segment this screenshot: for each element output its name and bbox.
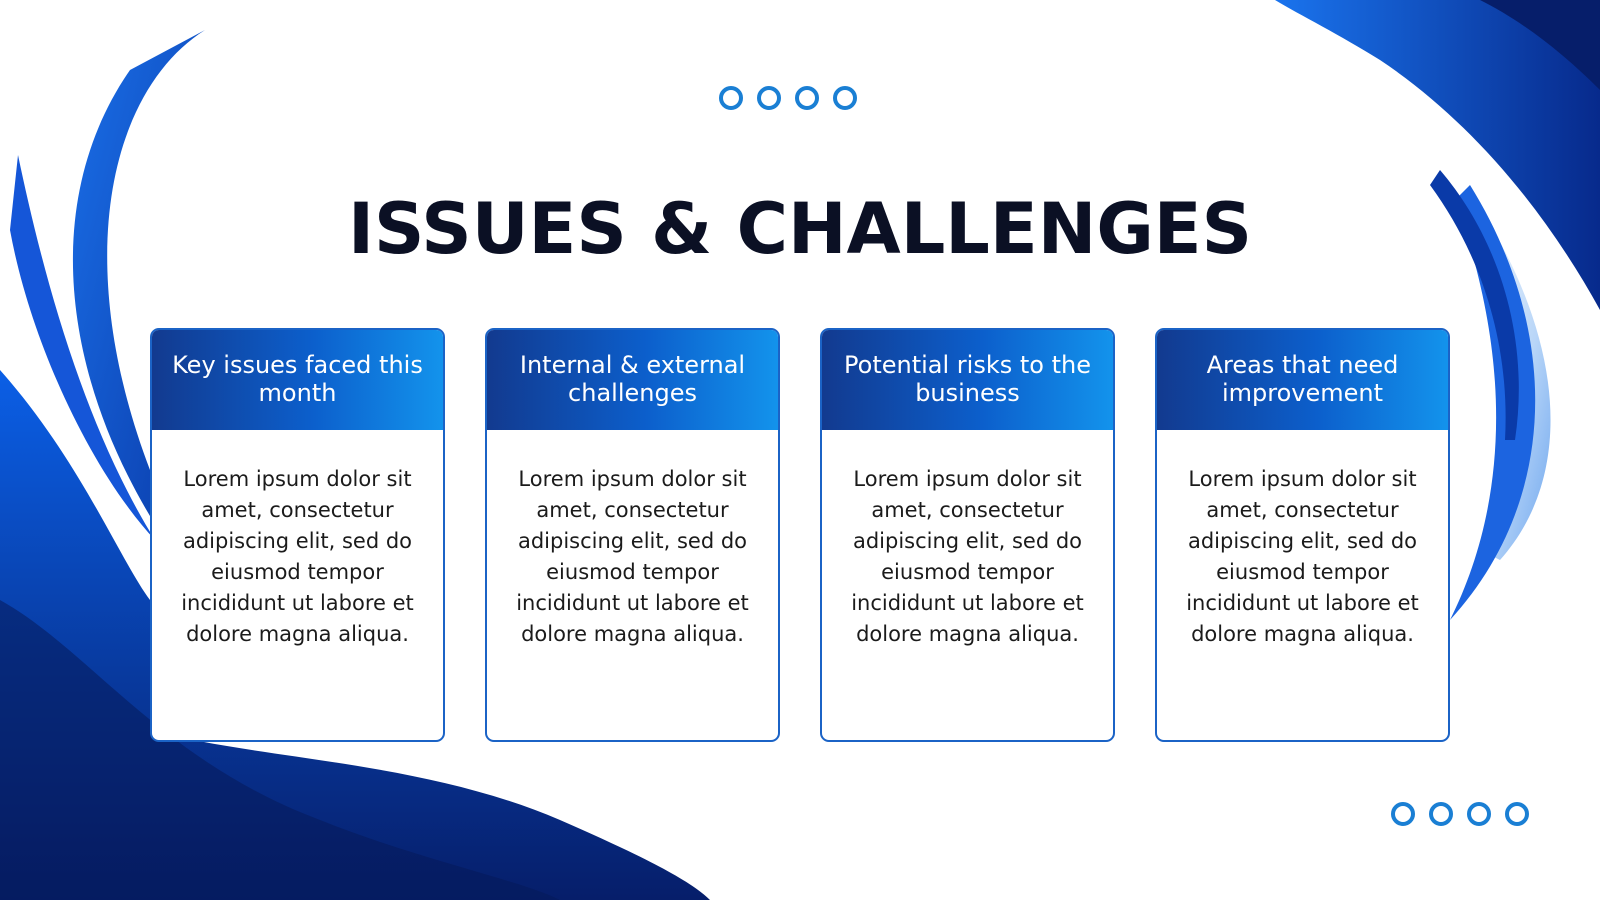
card-body-text: Lorem ipsum dolor sit amet, consectetur … [516,467,749,646]
left-mid-ribbon [72,30,205,540]
card-heading: Areas that need improvement [1157,330,1448,430]
card-body-text: Lorem ipsum dolor sit amet, consectetur … [181,467,414,646]
card-body-text: Lorem ipsum dolor sit amet, consectetur … [1186,467,1419,646]
left-bottom-wave-shadow [0,600,560,900]
circle-icon [833,86,857,110]
circle-icon [795,86,819,110]
circle-icon [1391,802,1415,826]
circle-icon [1467,802,1491,826]
right-dark-ribbon [1430,170,1519,440]
right-blue-ribbon [1450,185,1536,620]
card-internal-external-challenges: Internal & external challenges Lorem ips… [485,328,780,742]
card-areas-improvement: Areas that need improvement Lorem ipsum … [1155,328,1450,742]
circle-icon [1505,802,1529,826]
card-body-text: Lorem ipsum dolor sit amet, consectetur … [851,467,1084,646]
circle-icon [1429,802,1453,826]
circle-icon [757,86,781,110]
slide-title: ISSUES & CHALLENGES [347,188,1253,270]
right-light-ribbon [1465,200,1551,560]
top-dots-decoration [719,86,857,110]
right-top-wave [1275,0,1600,310]
bottom-dots-decoration [1391,802,1529,826]
card-heading: Potential risks to the business [822,330,1113,430]
card-heading: Key issues faced this month [152,330,443,430]
card-potential-risks: Potential risks to the business Lorem ip… [820,328,1115,742]
card-heading: Internal & external challenges [487,330,778,430]
right-top-dark [1480,0,1600,90]
circle-icon [719,86,743,110]
card-key-issues: Key issues faced this month Lorem ipsum … [150,328,445,742]
left-blue-ribbon [10,155,155,540]
